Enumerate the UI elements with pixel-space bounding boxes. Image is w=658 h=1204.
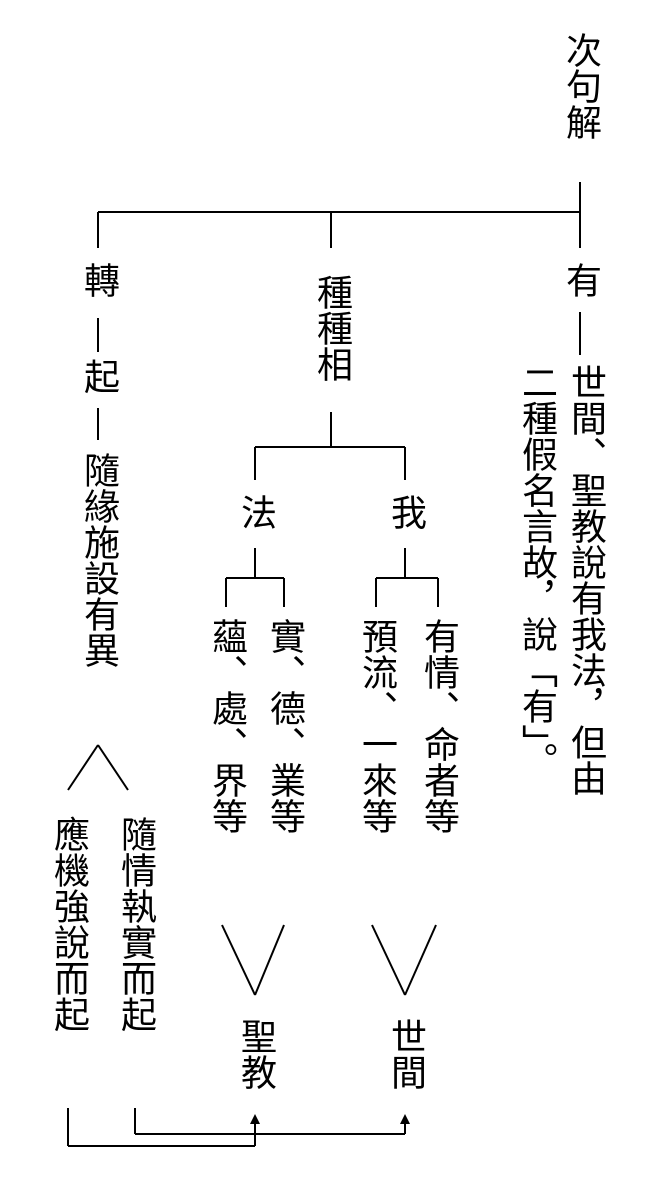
right-explanation: 世間、聖教說有我法，但由二種假名言故，說「有」。 <box>516 364 606 796</box>
left-leaf-b: 隨情執實而起 <box>115 816 156 1032</box>
root-label: 次句解 <box>560 32 601 140</box>
leaf-fa-a: 蘊、處、界等 <box>206 618 247 834</box>
leaf-fa-b: 實、德、業等 <box>264 618 305 834</box>
leaf-wo-a: 預流、一來等 <box>356 618 397 834</box>
target-shengjiao: 聖教 <box>235 1018 276 1090</box>
branch-suiyuan: 隨緣施設有異 <box>78 452 119 668</box>
branch-you: 有 <box>560 262 601 298</box>
node-fa: 法 <box>235 494 276 530</box>
left-leaf-a: 應機強說而起 <box>48 816 89 1032</box>
branch-zhongzhongxiang: 種種相 <box>311 274 352 382</box>
leaf-wo-b: 有情、命者等 <box>418 618 459 834</box>
branch-qi: 起 <box>78 358 119 394</box>
node-wo: 我 <box>385 494 426 530</box>
branch-zhuan: 轉 <box>78 262 119 298</box>
target-shijian: 世間 <box>385 1018 426 1090</box>
